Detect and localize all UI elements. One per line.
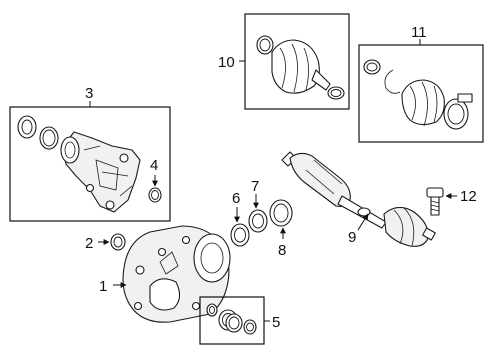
- kit-seal-a-part: [206, 303, 218, 317]
- callout-12: 12: [460, 188, 477, 205]
- group-box-11: [358, 39, 484, 143]
- callout-7: 7: [251, 178, 259, 195]
- drive-shaft-part: [281, 151, 436, 247]
- seal-2-part: [110, 233, 126, 251]
- seal-8-part: [269, 199, 293, 227]
- kit-seal-d-part: [243, 319, 257, 335]
- callout-8: 8: [278, 242, 286, 259]
- callout-1: 1: [99, 278, 107, 295]
- seal-ring-part: [17, 115, 37, 139]
- callout-6: 6: [232, 190, 240, 207]
- callout-11: 11: [411, 24, 427, 41]
- differential-assembly-part: [122, 225, 231, 323]
- bolt-part: [426, 187, 444, 216]
- group-box-3: [9, 101, 171, 222]
- group-box-10: [239, 13, 350, 110]
- callout-4: 4: [150, 157, 158, 174]
- callout-10: 10: [218, 54, 235, 71]
- bearing-ring-part: [39, 126, 59, 150]
- differential-housing-part: [60, 131, 141, 213]
- callout-5: 5: [272, 314, 280, 331]
- shim-part: [148, 187, 162, 203]
- cv-boot-outer-part: [401, 79, 445, 127]
- seal-6-part: [230, 223, 250, 247]
- boot-clamp-small-part: [256, 35, 274, 55]
- callout-3: 3: [85, 85, 93, 102]
- callout-9: 9: [348, 229, 356, 246]
- cv-boot-part: [271, 39, 331, 94]
- group-box-5: [199, 296, 270, 345]
- boot-clamp-large-part: [327, 86, 345, 100]
- callout-2: 2: [85, 235, 93, 252]
- snap-ring-part: [384, 69, 401, 94]
- seal-7-part: [248, 209, 268, 233]
- kit-seal-c-part: [225, 313, 243, 333]
- boot-clamp-outer-large-part: [443, 93, 473, 130]
- boot-clamp-outer-small-part: [363, 59, 381, 75]
